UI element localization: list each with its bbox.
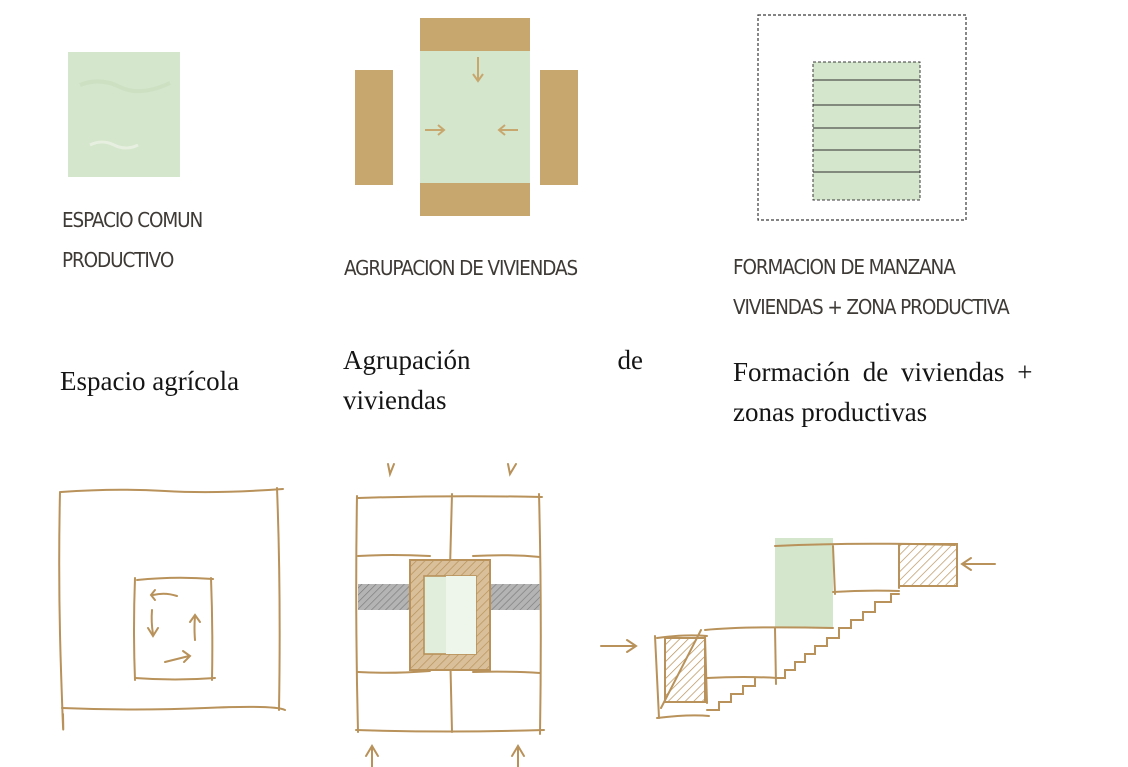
block-formation-diagram: [757, 14, 967, 221]
terraced-section-sketch: [600, 538, 996, 719]
caption-agrupacion: Agrupación de viviendas: [343, 340, 643, 420]
house-block-bottom: [420, 183, 530, 216]
gray-band-left: [358, 584, 414, 610]
house-block-top: [420, 18, 530, 51]
caption-word: de: [617, 345, 643, 375]
label-line: VIVIENDAS + ZONA PRODUCTIVA: [733, 295, 1010, 319]
house-block-right: [540, 70, 578, 185]
green-field-square: [68, 52, 180, 177]
housing-strip-lines: [813, 79, 920, 173]
courtyard-plan-sketch: [355, 463, 545, 767]
dashed-block-boundary: [757, 14, 967, 221]
hatched-volume-left: [664, 637, 706, 703]
label-agrupacion: AGRUPACION DE VIVIENDAS: [344, 248, 578, 288]
central-green-square: [420, 50, 530, 196]
productive-space-diagram: [68, 52, 180, 177]
caption-espacio-agricola: Espacio agrícola: [60, 361, 239, 401]
label-line: AGRUPACION DE VIVIENDAS: [344, 256, 578, 280]
caption-line: zonas productivas: [733, 397, 928, 427]
label-line: ESPACIO COMUN: [62, 208, 203, 232]
caption-word: Agrupación: [343, 345, 471, 375]
arrow-up-icon: [365, 744, 525, 767]
circulation-sketch: [58, 487, 286, 731]
green-volume: [775, 538, 833, 628]
caption-formacion: Formación de viviendas + zonas productiv…: [733, 352, 1099, 432]
arrow-right-icon: [425, 124, 446, 136]
productive-zone: [812, 61, 921, 201]
label-line: FORMACION DE MANZANA: [733, 255, 956, 279]
arrow-down-icon: [472, 57, 484, 83]
caption-line: Espacio agrícola: [60, 366, 240, 396]
arrow-left-icon: [497, 124, 518, 136]
housing-cluster-diagram: [355, 18, 578, 216]
label-espacio-comun: ESPACIO COMUN PRODUCTIVO: [62, 200, 203, 280]
label-formacion: FORMACION DE MANZANA VIVIENDAS + ZONA PR…: [733, 247, 1010, 327]
label-line: PRODUCTIVO: [62, 248, 174, 272]
caption-line: Formación de viviendas +: [733, 357, 1033, 387]
house-block-left: [355, 70, 393, 185]
gray-band-right: [486, 584, 540, 610]
caption-line: Agrupación de: [343, 340, 643, 380]
caption-line: viviendas: [343, 385, 447, 415]
hatched-volume-right: [898, 543, 958, 587]
